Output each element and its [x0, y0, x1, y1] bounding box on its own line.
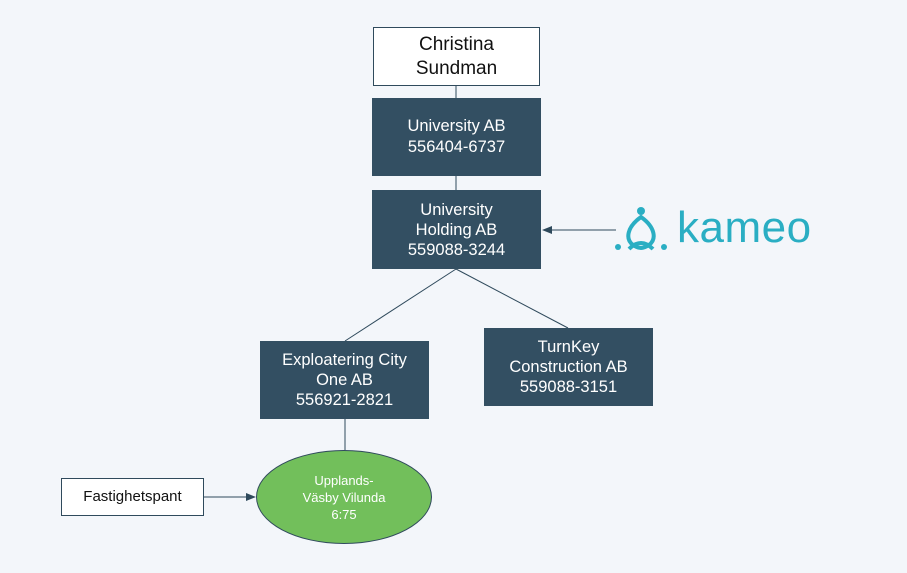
property-name-line1: Upplands-	[314, 472, 374, 488]
company-org-number: 559088-3151	[519, 378, 618, 396]
company-box-exploatering: Exploatering City One AB 556921-2821	[260, 341, 429, 419]
company-org-number: 556921-2821	[295, 391, 394, 409]
property-name-line2: Väsby Vilunda	[302, 489, 386, 505]
company-org-number: 559088-3244	[407, 240, 506, 259]
company-name-line1: TurnKey	[537, 338, 600, 356]
person-name-line2: Sundman	[415, 57, 498, 79]
company-box-university-holding: University Holding AB 559088-3244	[372, 190, 541, 269]
company-box-turnkey: TurnKey Construction AB 559088-3151	[484, 328, 653, 406]
connector-holding-to-exploatering	[344, 268, 457, 342]
company-name: University AB	[407, 117, 506, 135]
collateral-label: Fastighetspant	[83, 488, 182, 505]
company-name-line2: Holding AB	[415, 220, 498, 239]
person-box: Christina Sundman	[373, 27, 540, 86]
kameo-logo: kameo	[613, 205, 835, 255]
company-name-line2: Construction AB	[509, 358, 628, 376]
collateral-box: Fastighetspant	[61, 478, 204, 516]
company-name-line1: University	[420, 200, 493, 219]
property-name-line3: 6:75	[331, 506, 357, 522]
company-org-number: 556404-6737	[407, 138, 506, 156]
connector-holding-to-turnkey	[455, 268, 569, 329]
property-ellipse: Upplands- Väsby Vilunda 6:75	[256, 450, 432, 544]
person-name-line1: Christina	[419, 33, 494, 55]
kameo-wordmark: kameo	[677, 203, 812, 252]
company-name-line2: One AB	[316, 371, 373, 389]
kameo-logo-icon	[615, 207, 667, 251]
company-box-university-ab: University AB 556404-6737	[372, 98, 541, 176]
company-name-line1: Exploatering City	[282, 351, 407, 369]
